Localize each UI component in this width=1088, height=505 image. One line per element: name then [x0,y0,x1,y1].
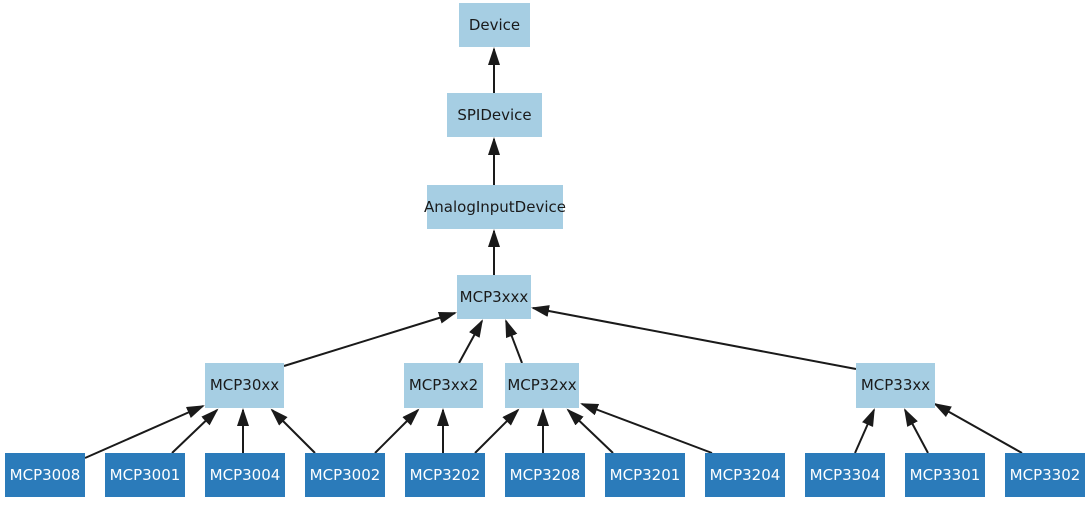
edge-mcp30xx-to-mcp3xxx [283,312,457,367]
class-node-mcp3204[interactable]: MCP3204 [705,453,785,497]
class-node-label: MCP3001 [109,465,181,484]
class-node-mcp3001[interactable]: MCP3001 [105,453,185,497]
class-node-label: MCP3202 [409,465,481,484]
edge-mcp3002-to-mcp3xx2 [374,408,420,454]
class-node-label: MCP3004 [209,465,281,484]
edge-mcp3201-to-mcp32xx [566,408,614,454]
class-node-mcp30xx[interactable]: MCP30xx [205,363,284,408]
edge-mcp3204-to-mcp32xx [580,403,713,454]
edge-mcp3202-to-mcp32xx [474,408,520,454]
class-node-label: Device [468,15,521,34]
class-node-label: MCP3204 [709,465,781,484]
edge-mcp33xx-to-mcp3xxx [531,305,857,370]
class-node-mcp3302[interactable]: MCP3302 [1005,453,1085,497]
class-node-mcp3202[interactable]: MCP3202 [405,453,485,497]
edge-mcp3008-to-mcp30xx [84,405,205,459]
class-node-mcp3301[interactable]: MCP3301 [905,453,985,497]
class-node-spidevice[interactable]: SPIDevice [447,93,542,137]
class-node-label: MCP30xx [209,376,280,394]
class-node-label: MCP3301 [909,465,981,484]
class-node-label: MCP32xx [507,376,577,394]
edge-mcp3304-to-mcp33xx [854,408,875,454]
class-node-mcp3xxx[interactable]: MCP3xxx [457,275,531,319]
class-node-mcp32xx[interactable]: MCP32xx [505,363,579,408]
class-node-device[interactable]: Device [459,3,530,47]
class-node-mcp3201[interactable]: MCP3201 [605,453,685,497]
class-node-analoginputdevice[interactable]: AnalogInputDevice [424,185,566,229]
class-node-mcp3xx2[interactable]: MCP3xx2 [404,363,483,408]
edge-mcp3xx2-to-mcp3xxx [458,319,483,364]
class-node-mcp3008[interactable]: MCP3008 [5,453,85,497]
class-node-mcp3208[interactable]: MCP3208 [505,453,585,497]
class-node-label: MCP3201 [609,465,681,484]
class-node-label: MCP3208 [509,465,581,484]
class-node-label: AnalogInputDevice [424,197,566,216]
class-node-label: MCP3002 [309,465,381,484]
edge-mcp3002-to-mcp30xx [270,408,316,454]
class-node-label: MCP33xx [860,376,931,394]
edge-mcp3001-to-mcp30xx [171,408,219,454]
class-node-mcp3004[interactable]: MCP3004 [205,453,285,497]
class-node-label: MCP3008 [9,465,81,484]
class-node-label: MCP3xxx [459,287,529,306]
edge-mcp3302-to-mcp33xx [933,403,1023,454]
class-node-label: MCP3304 [809,465,881,484]
class-node-label: MCP3xx2 [408,376,479,394]
class-node-mcp3002[interactable]: MCP3002 [305,453,385,497]
class-node-label: MCP3302 [1009,465,1081,484]
edge-mcp32xx-to-mcp3xxx [505,319,523,364]
class-node-label: SPIDevice [457,105,532,124]
class-node-mcp33xx[interactable]: MCP33xx [856,363,935,408]
edge-mcp3301-to-mcp33xx [904,408,929,454]
class-node-mcp3304[interactable]: MCP3304 [805,453,885,497]
